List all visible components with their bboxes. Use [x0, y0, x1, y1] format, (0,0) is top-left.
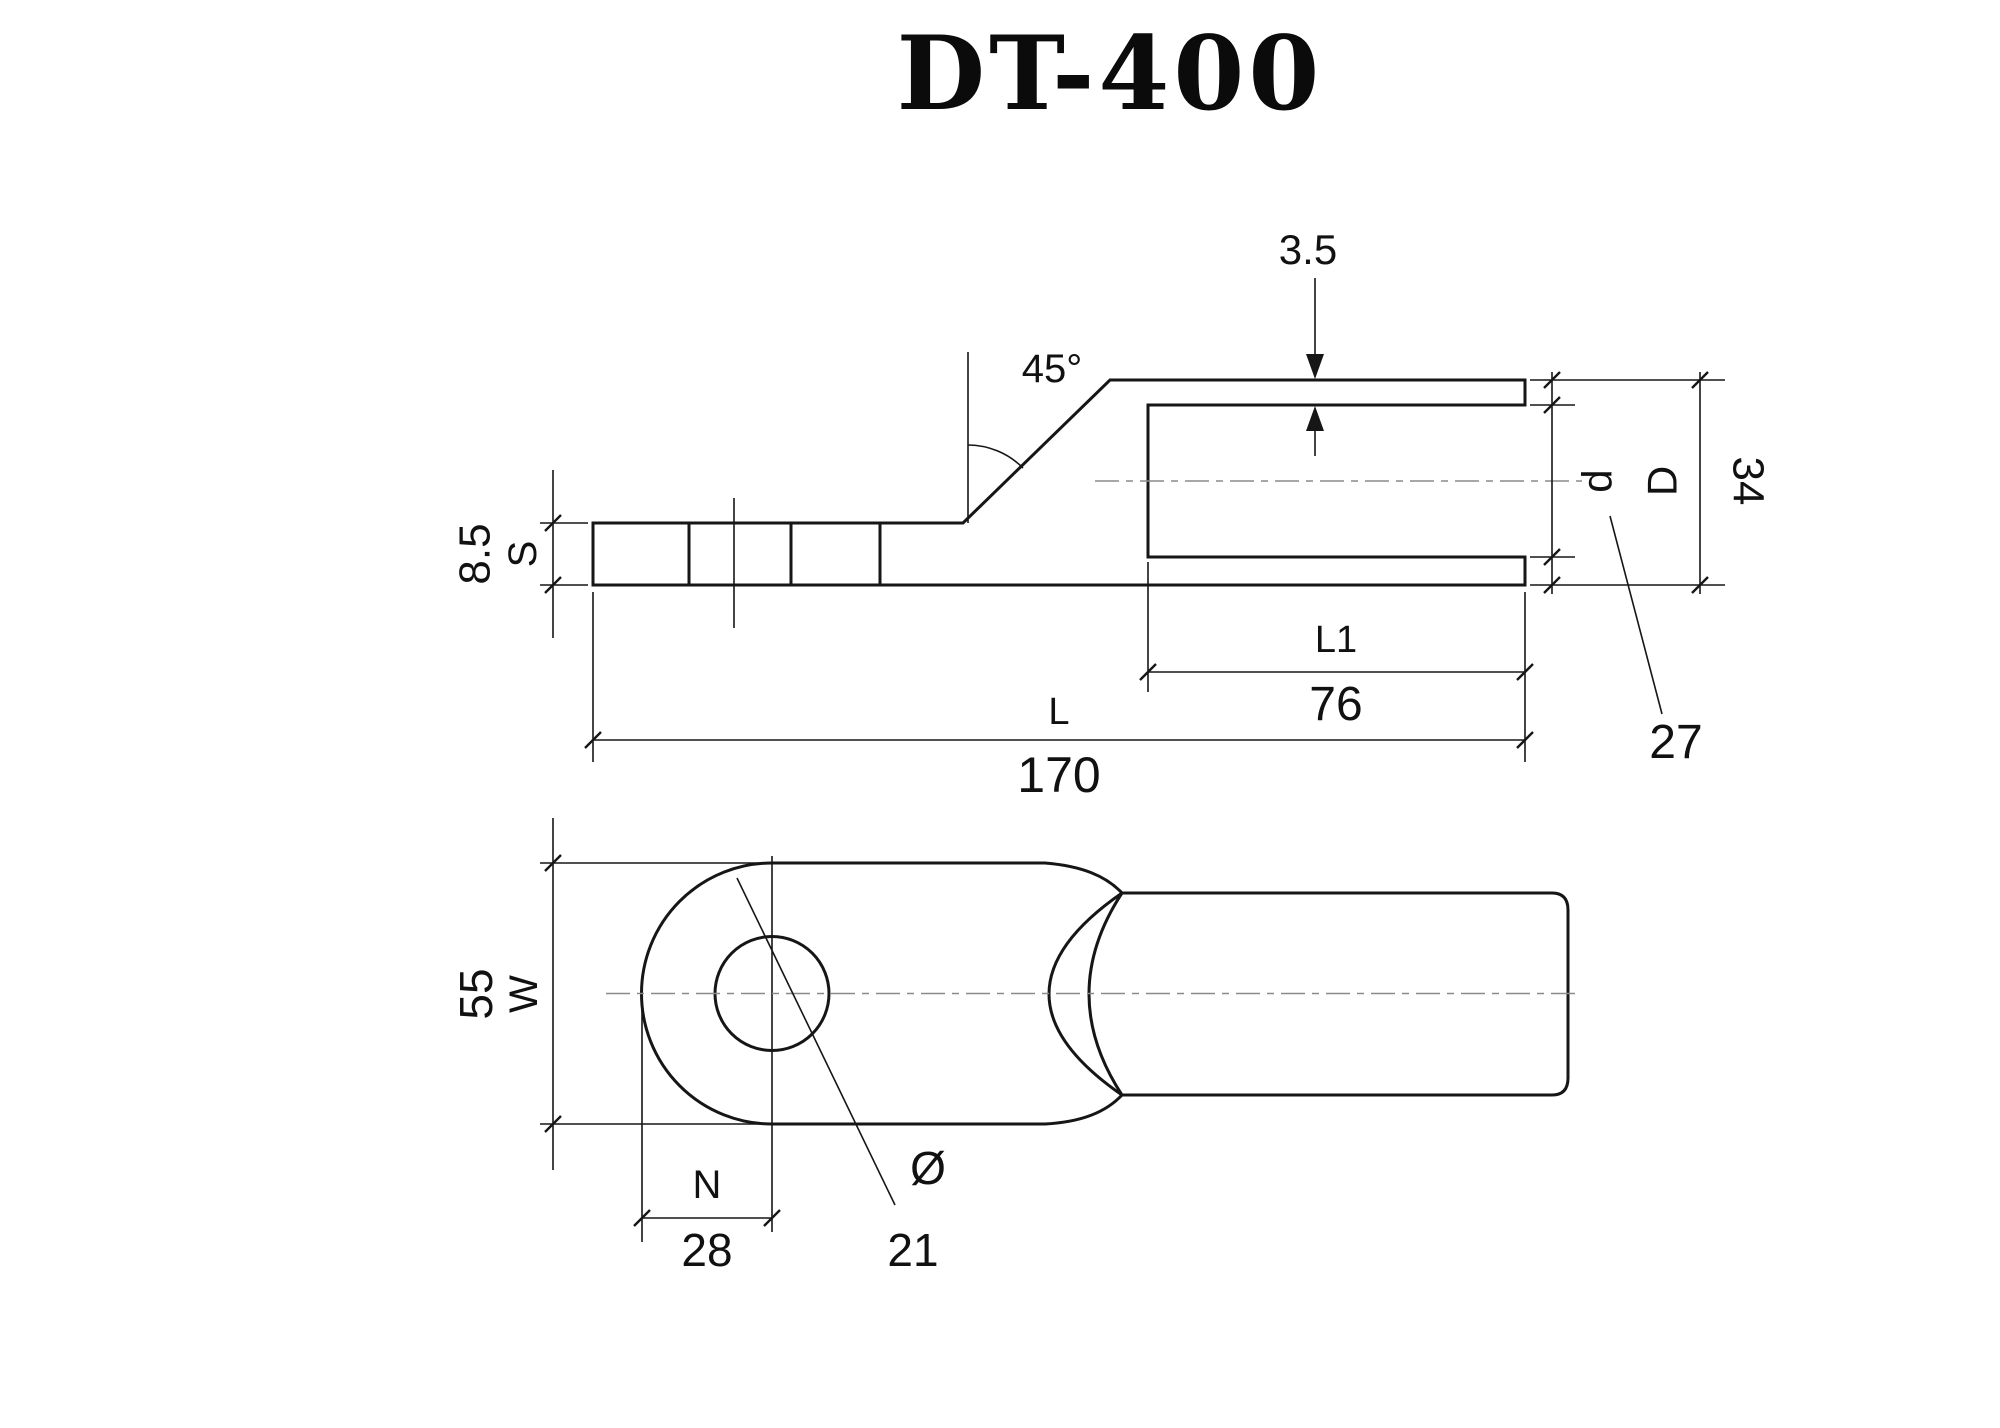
- hole-offset-label: N: [693, 1163, 722, 1207]
- overall-length-value: 170: [1017, 747, 1100, 803]
- dim-barrel-length: L1 76: [1139, 562, 1534, 731]
- plan-view: [606, 856, 1578, 1232]
- angle-label: 45°: [1022, 347, 1083, 391]
- arrowhead-up: [1306, 406, 1324, 431]
- dim-tick: [1691, 576, 1709, 594]
- dim-tick: [1691, 371, 1709, 389]
- angle-annotation: 45°: [967, 347, 1083, 523]
- dim-tick: [633, 1209, 651, 1227]
- dim-tick: [763, 1209, 781, 1227]
- dim-tick: [1516, 731, 1534, 749]
- dim-overall-length: L 170: [584, 592, 1534, 803]
- dim-wall-thickness: 3.5: [1279, 226, 1337, 456]
- palm-section-left: [591, 521, 691, 587]
- palm-thickness-value: 8.5: [451, 523, 500, 584]
- inner-dia-value: 27: [1649, 716, 1702, 769]
- dim-hole-diameter: Ø 21: [736, 877, 946, 1276]
- hole-diameter-symbol: Ø: [910, 1142, 946, 1194]
- dim-tick: [544, 576, 562, 594]
- lug-outline: [640, 861, 1570, 1126]
- dim-tick: [1543, 396, 1561, 414]
- side-section-view: [591, 378, 1582, 628]
- width-label: W: [502, 975, 546, 1013]
- inner-dia-label: d: [1574, 469, 1621, 492]
- angle-arc: [967, 444, 1024, 469]
- dim-tick: [1543, 371, 1561, 389]
- overall-length-label: L: [1048, 691, 1069, 733]
- barrel-length-value: 76: [1309, 678, 1362, 731]
- width-value: 55: [450, 968, 502, 1019]
- outer-dia-label: D: [1639, 466, 1686, 496]
- dim-width: W 55: [450, 818, 762, 1170]
- leader-line: [1609, 515, 1663, 715]
- hole-offset-value: 28: [681, 1224, 732, 1276]
- dim-tick: [544, 514, 562, 532]
- dim-tick: [584, 731, 602, 749]
- wall-thickness-value: 3.5: [1279, 226, 1337, 273]
- hole-diameter-value: 21: [887, 1224, 938, 1276]
- dim-tick: [1139, 663, 1157, 681]
- palm-thickness-label: S: [501, 541, 545, 568]
- body-section: [878, 378, 1527, 587]
- leader-line: [736, 877, 896, 1206]
- dim-palm-thickness: S 8.5: [451, 470, 588, 638]
- barrel-length-label: L1: [1315, 619, 1357, 661]
- dim-tick: [1543, 576, 1561, 594]
- dim-hole-offset: N 28: [633, 996, 781, 1276]
- outer-dia-value: 34: [1724, 457, 1773, 506]
- palm-section-right: [789, 521, 882, 587]
- dim-tick: [544, 854, 562, 872]
- dim-diameters: d D 34 27: [1530, 371, 1773, 769]
- dim-tick: [1543, 548, 1561, 566]
- drawing-title: DT-400: [896, 14, 1324, 134]
- dim-tick: [544, 1115, 562, 1133]
- arrowhead-down: [1306, 354, 1324, 379]
